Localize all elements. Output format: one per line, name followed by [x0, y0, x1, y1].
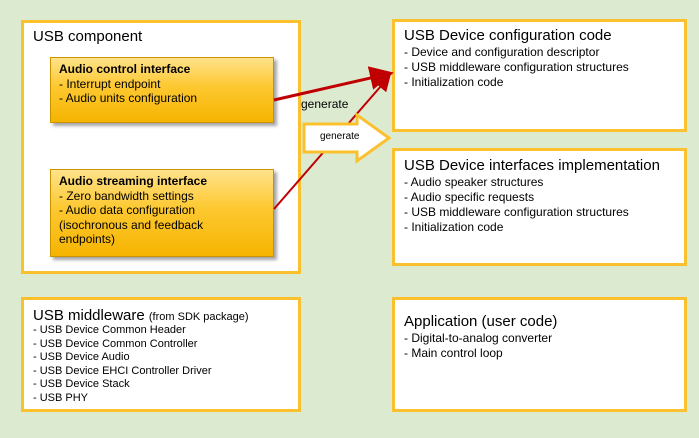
audio-control-title: Audio control interface: [59, 62, 191, 76]
audio-streaming-item: endpoints): [59, 232, 116, 246]
middleware-item: - USB Device Common Header: [33, 324, 186, 336]
middleware-item: - USB Device Stack: [33, 378, 130, 390]
middleware-item: - USB Device Common Controller: [33, 337, 198, 350]
generate-block-arrow: [302, 112, 392, 164]
config-code-title: USB Device configuration code: [404, 27, 612, 44]
interfaces-impl-list: - Audio speaker structures - Audio speci…: [404, 175, 629, 235]
audio-control-interface-box: Audio control interface - Interrupt endp…: [50, 57, 274, 123]
audio-streaming-item: (isochronous and feedback: [59, 217, 204, 232]
audio-control-item: - Audio units configuration: [59, 91, 198, 105]
application-box: Application (user code) - Digital-to-ana…: [392, 297, 687, 412]
control-to-config-arrow: [273, 66, 394, 102]
application-item: - Digital-to-analog converter: [404, 331, 553, 345]
application-list: - Digital-to-analog converter - Main con…: [404, 331, 552, 361]
middleware-title-suffix: (from SDK package): [148, 311, 249, 323]
middleware-title-main: USB middleware: [33, 307, 145, 324]
interfaces-impl-item: - Audio speaker structures: [404, 175, 544, 189]
audio-streaming-item: - Audio data configuration: [59, 203, 196, 217]
application-item: - Main control loop: [404, 346, 503, 360]
interfaces-impl-box: USB Device interfaces implementation - A…: [392, 148, 687, 266]
interfaces-impl-title: USB Device interfaces implementation: [404, 157, 660, 174]
config-code-item: - USB middleware configuration structure…: [404, 60, 629, 74]
interfaces-impl-item: - Audio specific requests: [404, 190, 535, 204]
middleware-item: - USB PHY: [33, 391, 89, 404]
config-code-item: - Device and configuration descriptor: [404, 45, 600, 59]
audio-streaming-interface-box: Audio streaming interface - Zero bandwid…: [50, 169, 274, 257]
usb-component-title: USB component: [33, 28, 143, 45]
middleware-list: - USB Device Common Header - USB Device …: [33, 324, 211, 405]
config-code-list: - Device and configuration descriptor - …: [404, 45, 629, 90]
config-code-item: - Initialization code: [404, 75, 504, 89]
audio-streaming-title: Audio streaming interface: [59, 174, 208, 188]
middleware-box: USB middleware (from SDK package) - USB …: [21, 297, 301, 412]
middleware-item: - USB Device EHCI Controller Driver: [33, 364, 212, 377]
config-code-box: USB Device configuration code - Device a…: [392, 19, 687, 132]
interfaces-impl-item: - Initialization code: [404, 220, 504, 234]
application-title: Application (user code): [404, 313, 558, 330]
middleware-item: - USB Device Audio: [33, 351, 130, 363]
generate-label: generate: [301, 97, 349, 111]
audio-streaming-item: - Zero bandwidth settings: [59, 188, 194, 203]
interfaces-impl-item: - USB middleware configuration structure…: [404, 205, 629, 219]
middleware-title: USB middleware (from SDK package): [33, 307, 249, 324]
generate-arrow-label: generate: [320, 131, 360, 142]
audio-control-item: - Interrupt endpoint: [59, 76, 161, 91]
